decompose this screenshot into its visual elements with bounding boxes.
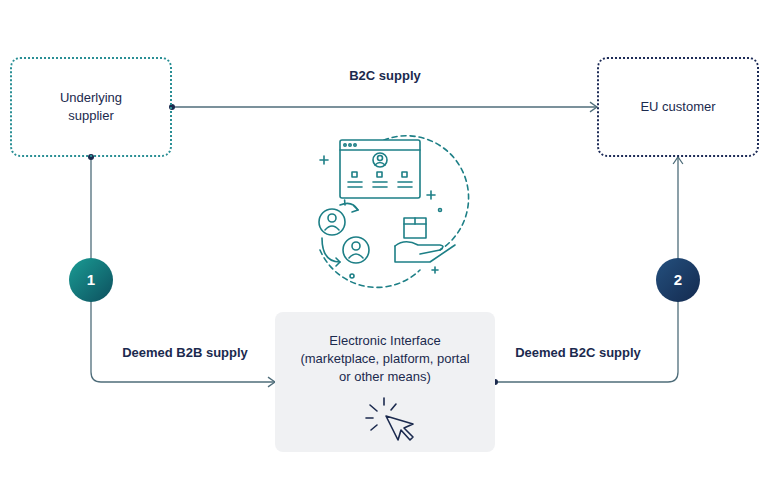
node-text: Underlying supplier [46,89,136,125]
supplier-box: Underlying supplier [10,57,172,157]
callout-number: 1 [69,258,113,302]
callout-number: 2 [656,258,700,302]
platform-illustration [319,136,469,288]
edge-label: Deemed B2C supply [498,345,658,360]
edge-label: B2C supply [300,68,470,83]
callout-circle [69,258,113,302]
flow-connector [88,154,275,387]
interface-box: Electronic Interface (marketplace, platf… [275,312,495,452]
callout-circle [656,258,700,302]
node-text: Electronic Interface (marketplace, platf… [300,332,470,386]
customer-box: EU customer [597,57,759,157]
edge-label: Deemed B2B supply [95,345,275,360]
flow-connector [169,102,597,112]
flow-connector [492,157,683,385]
node-text: EU customer [613,98,743,116]
